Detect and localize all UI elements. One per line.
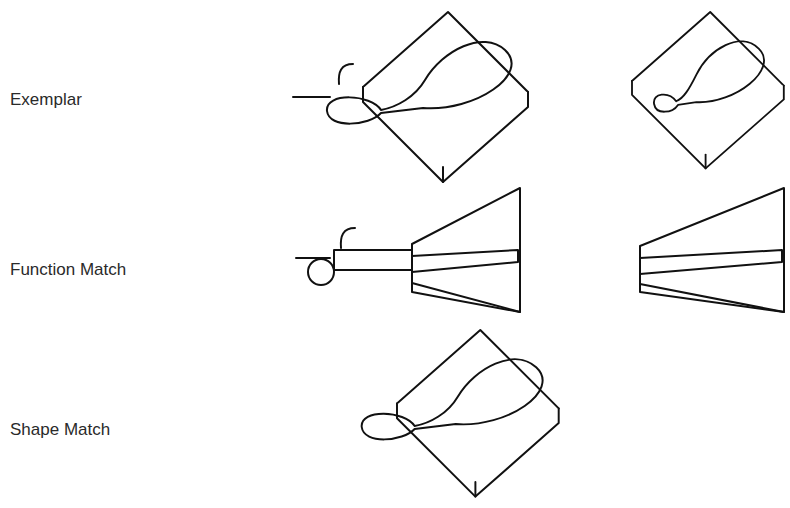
row-label: Exemplar bbox=[10, 90, 82, 110]
shape-match-tool bbox=[362, 330, 559, 497]
exemplar-slab bbox=[632, 12, 784, 168]
function-match-tool bbox=[296, 188, 520, 312]
function-match-fan bbox=[640, 188, 784, 312]
row-label: Function Match bbox=[10, 260, 126, 280]
row-label: Shape Match bbox=[10, 420, 110, 440]
exemplar-tool bbox=[293, 12, 528, 182]
